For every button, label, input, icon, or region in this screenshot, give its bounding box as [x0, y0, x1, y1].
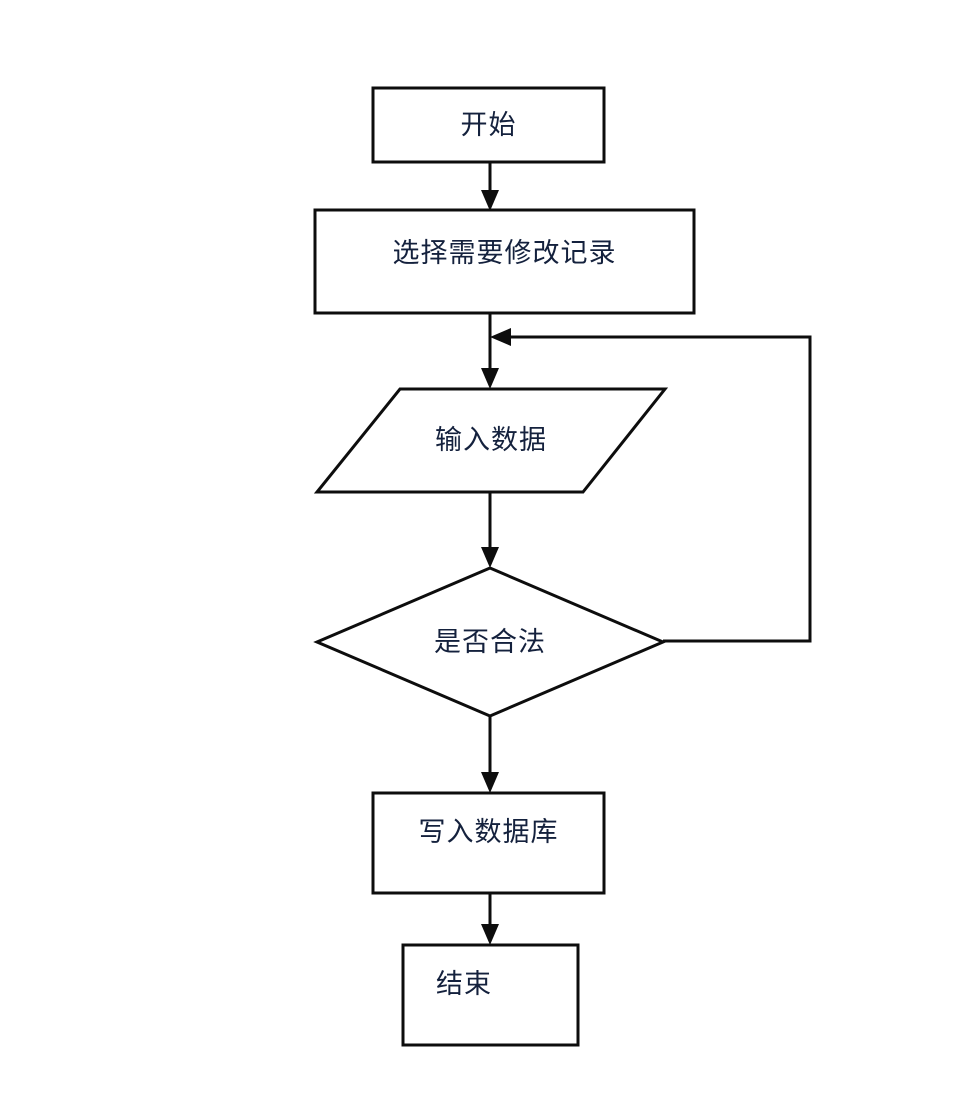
node-end-shape[interactable]: [401, 943, 580, 1047]
node-write-db-shape[interactable]: [371, 791, 606, 895]
node-select-record-label: 选择需要修改记录: [392, 238, 617, 269]
edge-input-to-decision: [481, 492, 499, 568]
edge-start-to-select: [481, 162, 499, 211]
edge-decision-to-write: [481, 716, 499, 793]
node-start-label: 开始: [460, 109, 517, 141]
node-end-label: 结束: [436, 969, 492, 1000]
node-select-record-shape[interactable]: [313, 208, 696, 315]
node-input-data-label: 输入数据: [435, 425, 547, 456]
node-is-valid-shape[interactable]: [313, 566, 667, 718]
node-input-data-shape[interactable]: [313, 387, 669, 494]
edge-write-to-end: [481, 893, 499, 945]
edge-select-to-input: [481, 313, 499, 389]
node-start-shape[interactable]: [371, 86, 606, 164]
node-write-db-label: 写入数据库: [418, 817, 559, 848]
edge-decision-loopback: [490, 328, 812, 643]
node-is-valid-label: 是否合法: [434, 626, 546, 658]
